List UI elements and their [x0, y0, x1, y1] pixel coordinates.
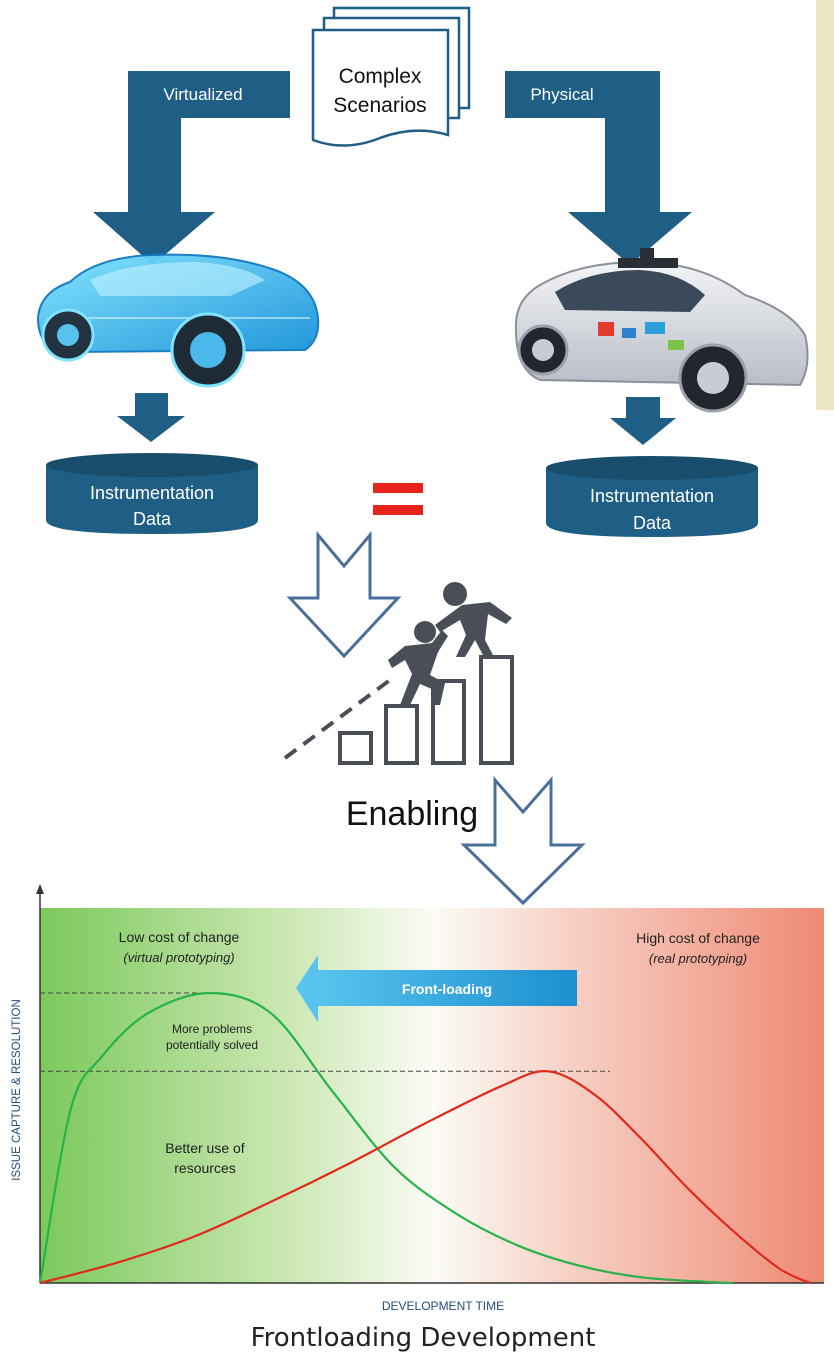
- left-data-line2: Data: [133, 509, 172, 529]
- left-data-line1: Instrumentation: [90, 483, 214, 503]
- right-instrumentation-data: Instrumentation Data: [546, 456, 758, 537]
- low-cost-line1: Low cost of change: [119, 929, 240, 945]
- right-data-line1: Instrumentation: [590, 486, 714, 506]
- left-down-arrow: [117, 393, 185, 442]
- right-data-line2: Data: [633, 513, 672, 533]
- scenarios-label-line1: Complex: [339, 65, 422, 88]
- better-use-line2: resources: [174, 1160, 235, 1176]
- y-axis-arrowhead: [36, 884, 44, 894]
- physical-label: Physical: [530, 85, 593, 104]
- right-down-arrow: [610, 397, 676, 445]
- front-loading-label: Front-loading: [402, 981, 492, 997]
- virtualized-arrow: Virtualized: [93, 71, 290, 265]
- outline-down-arrow-upper: [286, 530, 402, 659]
- virtualized-label: Virtualized: [163, 85, 242, 104]
- x-axis-label: DEVELOPMENT TIME: [382, 1299, 504, 1313]
- more-problems-line2: potentially solved: [166, 1038, 258, 1052]
- better-use-line1: Better use of: [165, 1140, 244, 1156]
- low-cost-line2: (virtual prototyping): [123, 950, 234, 965]
- frontloading-chart: Front-loading Low cost of change (virtua…: [11, 884, 824, 1353]
- scenarios-label-line2: Scenarios: [333, 94, 426, 117]
- enabling-climb-icon: [283, 582, 514, 765]
- reference-lines: [40, 992, 610, 1072]
- chart-title: Frontloading Development: [251, 1323, 596, 1353]
- virtual-car-image: [36, 253, 320, 388]
- equals-sign: [373, 483, 423, 515]
- left-instrumentation-data: Instrumentation Data: [46, 453, 258, 534]
- physical-car-image: [514, 248, 809, 413]
- series-line-0: [38, 991, 734, 1285]
- more-problems-line1: More problems: [172, 1022, 252, 1036]
- front-loading-arrow: Front-loading: [296, 955, 577, 1022]
- high-cost-line1: High cost of change: [636, 930, 760, 946]
- enabling-label: Enabling: [346, 795, 478, 833]
- physical-arrow: Physical: [505, 71, 692, 265]
- series-line-1: [39, 1070, 811, 1285]
- scenarios-document-stack: Complex Scenarios: [311, 6, 471, 147]
- outline-down-arrow-lower: [460, 776, 586, 906]
- curves: [38, 991, 811, 1285]
- y-axis-label: ISSUE CAPTURE & RESOLUTION: [11, 999, 23, 1180]
- high-cost-line2: (real prototyping): [649, 951, 747, 966]
- side-strip: [816, 0, 834, 410]
